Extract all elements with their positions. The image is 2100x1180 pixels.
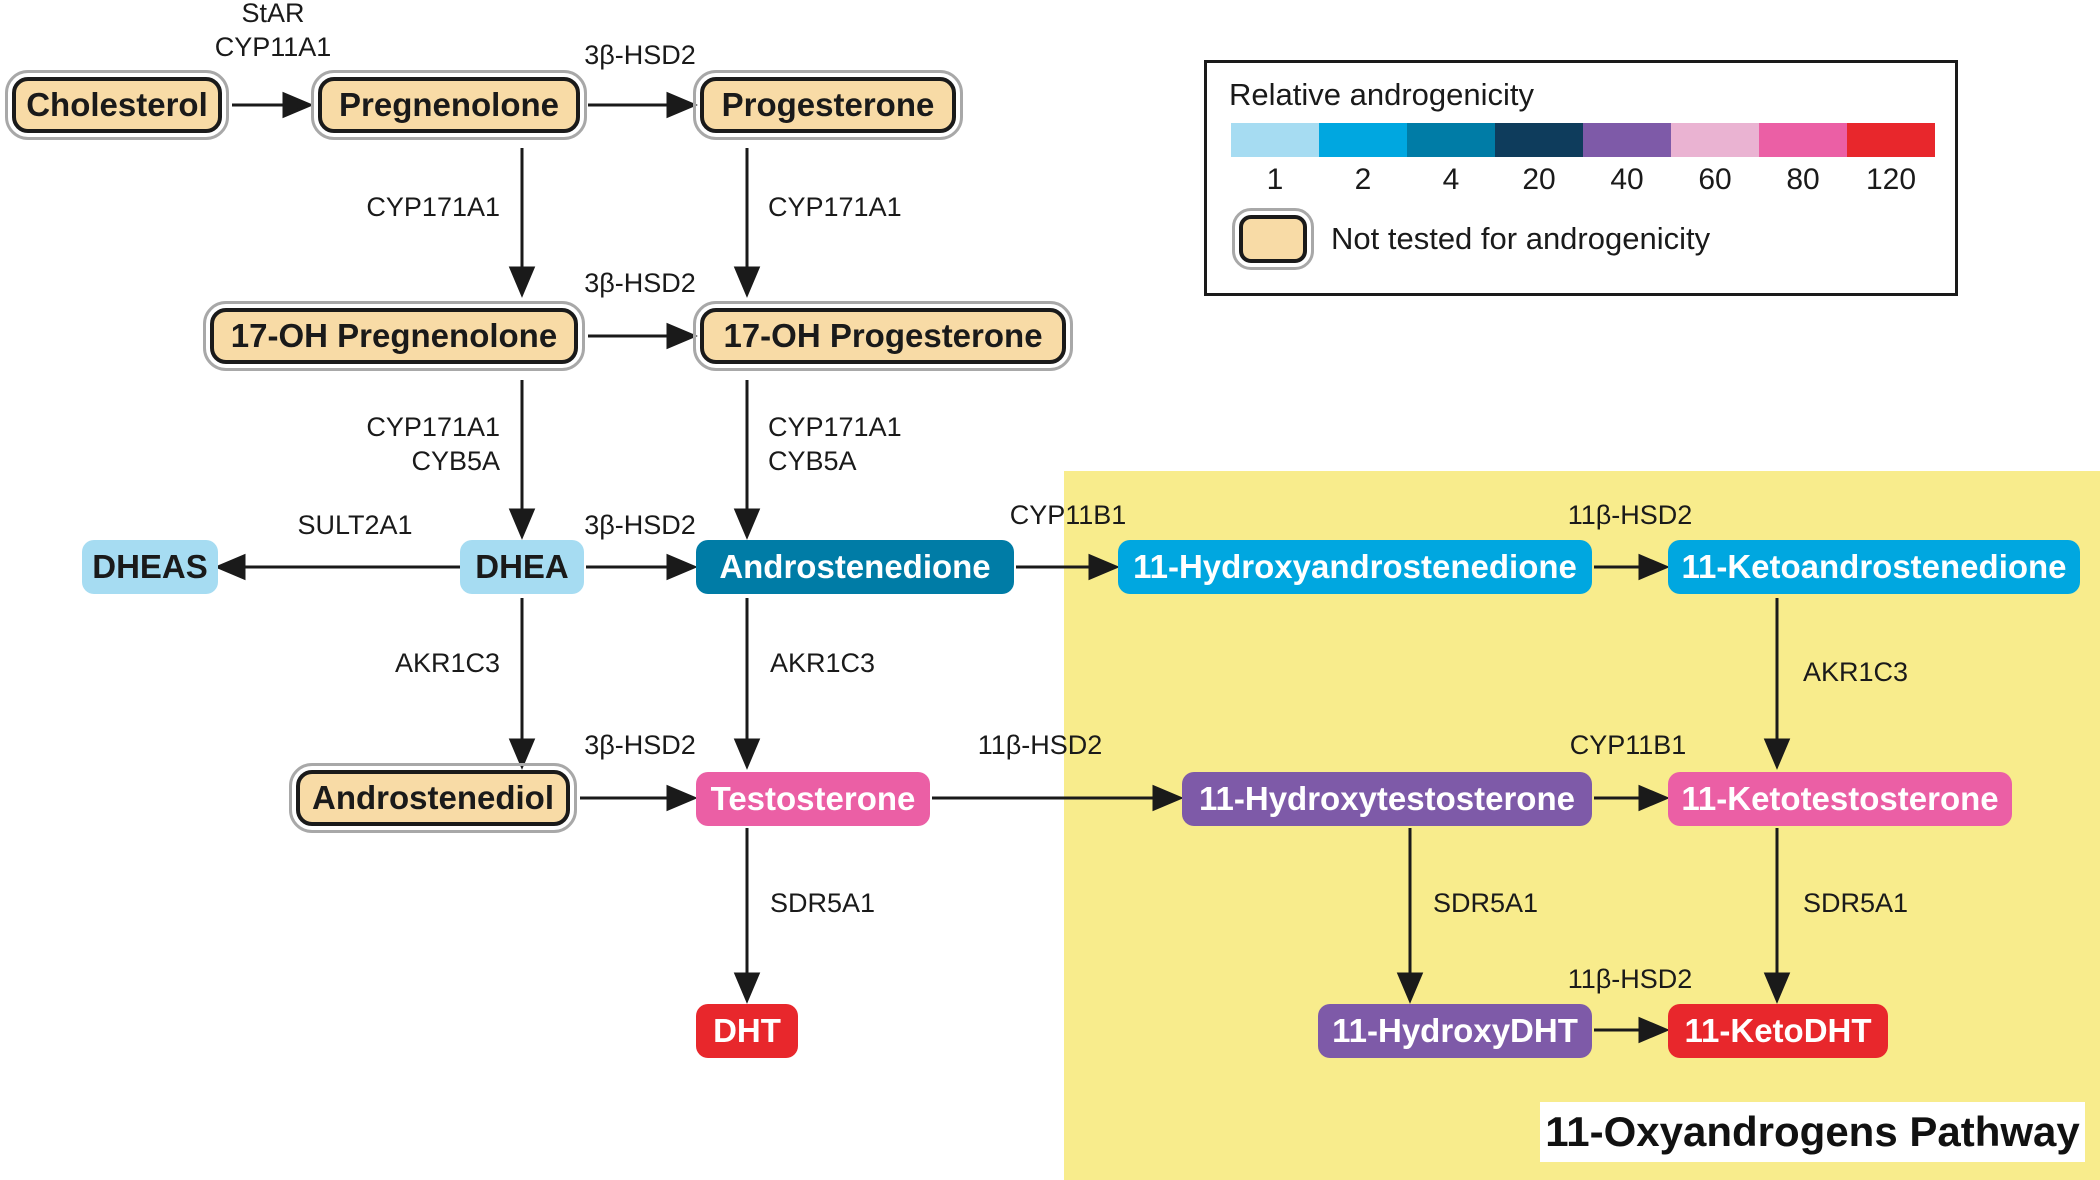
enzyme-label: AKR1C3: [770, 648, 876, 678]
legend-swatch: [1319, 123, 1407, 157]
legend-tick-label: 60: [1698, 163, 1732, 196]
legend-title: Relative androgenicity: [1229, 77, 1535, 112]
enzyme-label: CYP11B1: [1009, 500, 1127, 530]
legend-tick-label: 2: [1354, 163, 1372, 196]
node-11-hydroxyandrostenedione: 11-Hydroxyandrostenedione: [1118, 540, 1592, 594]
arrowhead: [666, 322, 698, 350]
enzyme-label: CYP11B1: [1569, 730, 1687, 760]
node-cholesterol: Cholesterol: [5, 70, 229, 140]
node-17oh-progesterone: 17-OH Progesterone: [693, 301, 1073, 371]
node-17oh-pregnenolone: 17-OH Pregnenolone: [203, 301, 585, 371]
enzyme-label: SDR5A1: [1433, 888, 1539, 918]
arrowhead: [733, 508, 761, 540]
legend-tick-label: 4: [1442, 163, 1460, 196]
legend-swatch: [1231, 123, 1319, 157]
arrowhead: [666, 553, 698, 581]
legend-swatch: [1759, 123, 1847, 157]
arrowhead: [1088, 553, 1120, 581]
arrowhead: [214, 553, 246, 581]
arrowhead: [1763, 972, 1791, 1004]
arrowhead: [508, 738, 536, 770]
enzyme-label: CYB5A: [411, 446, 500, 476]
enzyme-label: CYP171A1: [768, 192, 902, 222]
arrowhead: [733, 972, 761, 1004]
arrowhead: [282, 91, 314, 119]
legend-tick-label: 120: [1865, 163, 1917, 196]
legend-tick-label: 40: [1610, 163, 1644, 196]
legend-untested-label: Not tested for androgenicity: [1331, 221, 1711, 256]
legend-tick-label: 80: [1786, 163, 1820, 196]
arrowhead: [1638, 1016, 1670, 1044]
enzyme-label: 3β-HSD2: [584, 510, 696, 540]
arrowhead: [508, 266, 536, 298]
enzyme-label: 11β-HSD2: [1567, 964, 1693, 994]
arrowhead: [733, 266, 761, 298]
node-dhea: DHEA: [460, 540, 584, 594]
node-11-hydroxydht: 11-HydroxyDHT: [1318, 1004, 1592, 1058]
legend-tick-label: 20: [1522, 163, 1556, 196]
enzyme-label: CYP171A1: [366, 412, 500, 442]
node-11-ketoandrostenedione: 11-Ketoandrostenedione: [1668, 540, 2080, 594]
arrowhead: [1638, 553, 1670, 581]
node-progesterone: Progesterone: [693, 70, 963, 140]
enzyme-label: CYP171A1: [768, 412, 902, 442]
arrowhead: [1152, 784, 1184, 812]
node-androstenedione: Androstenedione: [696, 540, 1014, 594]
enzyme-label: SDR5A1: [1803, 888, 1909, 918]
enzyme-label: CYP11A1: [214, 32, 332, 62]
legend-swatch: [1583, 123, 1671, 157]
node-androstenediol: Androstenediol: [289, 763, 577, 833]
arrowhead: [666, 784, 698, 812]
node-11-ketotestosterone: 11-Ketotestosterone: [1668, 772, 2012, 826]
pathway-title: 11-Oxyandrogens Pathway: [1540, 1102, 2085, 1162]
arrowhead: [1638, 784, 1670, 812]
enzyme-label: 11β-HSD2: [977, 730, 1103, 760]
legend-swatch: [1407, 123, 1495, 157]
node-testosterone: Testosterone: [696, 772, 930, 826]
enzyme-label: CYB5A: [768, 446, 857, 476]
enzyme-label: AKR1C3: [394, 648, 500, 678]
legend-tick-label: 1: [1266, 163, 1284, 196]
arrowhead: [1763, 738, 1791, 770]
node-dheas: DHEAS: [82, 540, 218, 594]
arrowhead: [1396, 972, 1424, 1004]
legend-untested-swatch: [1232, 208, 1314, 270]
node-dht: DHT: [696, 1004, 798, 1058]
arrowhead: [733, 738, 761, 770]
enzyme-label: 11β-HSD2: [1567, 500, 1693, 530]
node-pregnenolone: Pregnenolone: [311, 70, 587, 140]
enzyme-label: StAR: [241, 0, 305, 28]
legend-swatch: [1495, 123, 1583, 157]
arrowhead: [508, 508, 536, 540]
node-11-hydroxytestosterone: 11-Hydroxytestosterone: [1182, 772, 1592, 826]
arrowhead: [666, 91, 698, 119]
enzyme-label: 3β-HSD2: [584, 40, 696, 70]
enzyme-label: 3β-HSD2: [584, 730, 696, 760]
enzyme-label: SULT2A1: [297, 510, 413, 540]
node-11-ketodht: 11-KetoDHT: [1668, 1004, 1888, 1058]
legend-swatch: [1847, 123, 1935, 157]
enzyme-label: AKR1C3: [1803, 657, 1909, 687]
enzyme-label: SDR5A1: [770, 888, 876, 918]
legend: Relative androgenicity 1 2 4 20 40 60 80 120 No…: [1204, 60, 1958, 296]
legend-swatch: [1671, 123, 1759, 157]
enzyme-label: CYP171A1: [366, 192, 500, 222]
enzyme-label: 3β-HSD2: [584, 268, 696, 298]
